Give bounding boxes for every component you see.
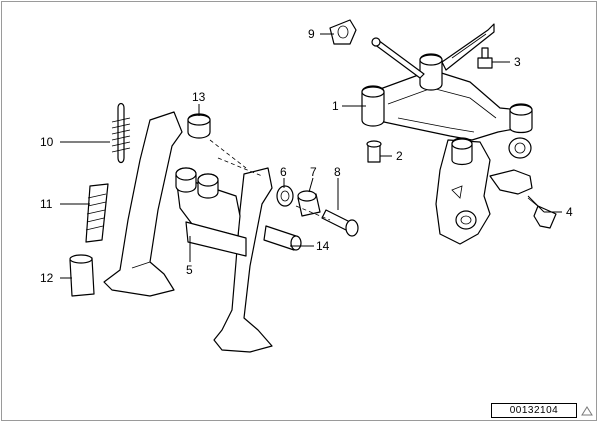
bushing-7-part	[297, 190, 321, 217]
leader-lines	[60, 33, 562, 279]
center-stand-part	[103, 111, 273, 353]
callout-1: 1	[332, 99, 339, 113]
callout-13: 13	[192, 90, 206, 104]
callout-4: 4	[566, 205, 573, 219]
callout-11: 11	[40, 197, 53, 211]
bolt-2-part	[366, 140, 382, 163]
callout-3: 3	[514, 55, 521, 69]
callout-10: 10	[40, 135, 54, 149]
callout-5: 5	[186, 263, 193, 277]
screw-3-part	[477, 47, 493, 69]
callout-7: 7	[310, 165, 317, 179]
spring-10-part	[111, 102, 131, 164]
callout-8: 8	[334, 165, 341, 179]
sleeve-12-part	[69, 254, 95, 297]
callout-12: 12	[40, 271, 54, 285]
callout-2: 2	[396, 149, 403, 163]
spring-11-part	[85, 183, 109, 243]
triangle-up-icon[interactable]	[581, 406, 593, 416]
knob-4-part	[527, 197, 557, 229]
bolt-8-part	[321, 209, 359, 237]
nut-9-part	[329, 19, 357, 45]
diagram-id-box: 00132104	[491, 403, 577, 418]
callout-9: 9	[308, 27, 315, 41]
callout-14: 14	[316, 239, 330, 253]
callout-labels: 9 3 1 2 4 10 11 12 13 5 6 7 8 14	[40, 27, 573, 285]
main-frame-part	[361, 23, 533, 245]
callout-6: 6	[280, 165, 287, 179]
washer-6-part	[276, 185, 294, 207]
